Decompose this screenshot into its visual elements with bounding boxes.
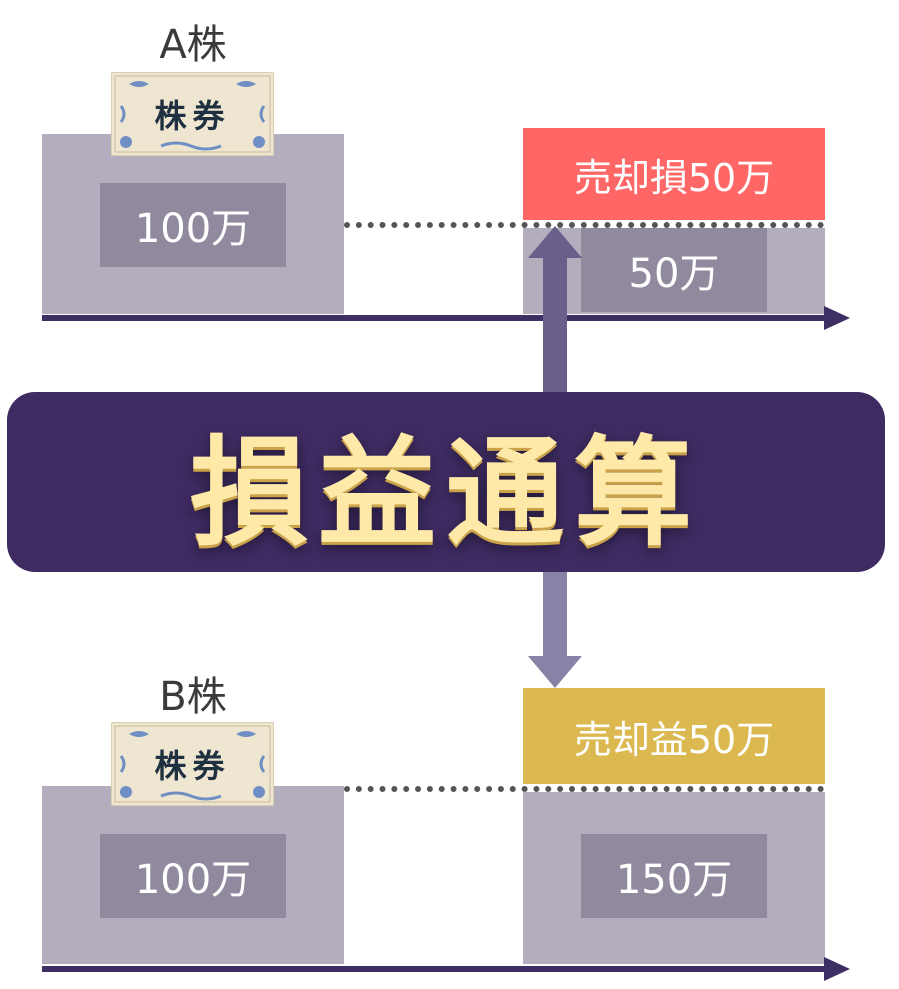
axis-arrow-icon — [824, 957, 850, 981]
stock-a-label: A株 — [159, 22, 227, 68]
certificate-text: 株券 — [154, 97, 231, 135]
stock-b-certificate-icon: 株券 — [111, 722, 274, 806]
stock-b-buy-value: 100万 — [100, 834, 286, 918]
stock-b-axis — [42, 966, 832, 972]
stock-a-sell-value: 50万 — [581, 228, 767, 312]
stock-b-label: B株 — [159, 674, 227, 720]
stock-b-sell-value: 150万 — [581, 834, 767, 918]
stock-a-buy-value: 100万 — [100, 183, 286, 267]
stock-a-axis — [42, 315, 832, 321]
stock-a-certificate-icon: 株券 — [111, 72, 274, 156]
banner-title: 損益通算 — [189, 423, 702, 562]
banner: 損益通算 — [7, 392, 885, 572]
stock-a-reference-line — [344, 222, 824, 228]
certificate-text: 株券 — [154, 747, 231, 785]
stock-b-reference-line — [344, 786, 824, 792]
stock-b-gain-tag: 売却益50万 — [523, 688, 825, 784]
stock-a-loss-tag: 売却損50万 — [523, 128, 825, 220]
double-arrow-icon — [528, 226, 582, 688]
axis-arrow-icon — [824, 306, 850, 330]
